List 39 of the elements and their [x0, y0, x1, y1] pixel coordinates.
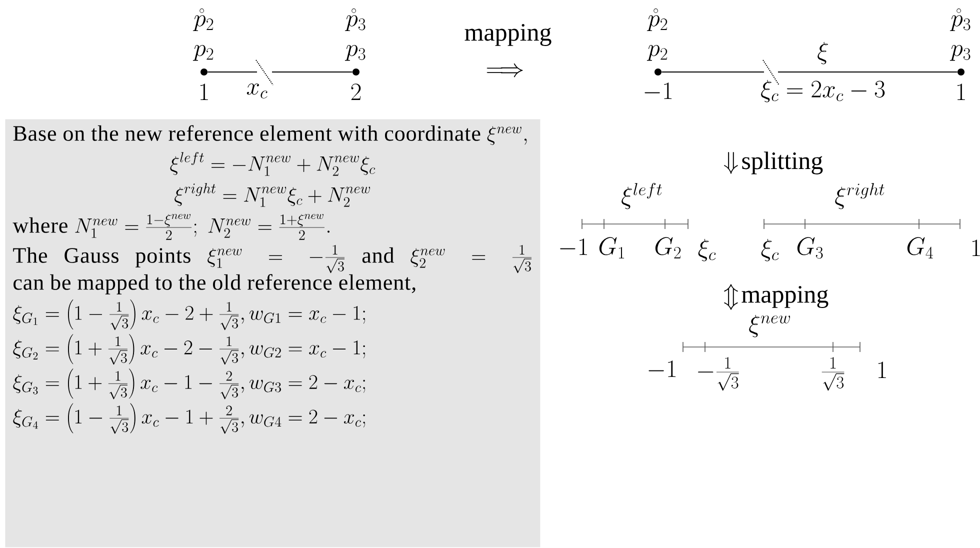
step-label: mapping: [742, 286, 828, 308]
point-label: $\mathring{p}_3$: [344, 8, 366, 32]
text-box: Base on the new reference element with coordinate $\xi^{new},$ $\xi^{left} = -N_1^{new} + N_2^{new}\xi_c$ $\xi^{right} = N_1^{new}\xi_c + N_2^{new}$ where $N_1^{new} = \frac{1-\xi^{new}}{2};\ N_2^{new} = \frac{1+\xi^{new}}{2}.$ The Gauss points $\xi_1^{new} = -\frac{1}{\sqrt{3}}$ and $\xi_2^{new} = \frac{1}{\sqrt{3}}$ can be mapped to the old reference element, $\xi_{G_1} = \left(1-\frac{1}{\sqrt{3}}\right)x_c - 2 + \frac{1}{\sqrt{3}}, w_{G1} = x_c - 1;$ $\xi_{G_2} = \left(1+\frac{1}{\sqrt{3}}\right)x_c - 2 - \frac{1}{\sqrt{3}}, w_{G2} = x_c - 1;$ $\xi_{G_3} = \left(1+\frac{1}{\sqrt{3}}\right)x_c - 1 - \frac{2}{\sqrt{3}}, w_{G3} = 2 - x_c;$ $\xi_{G_4} = \left(1-\frac{1}{\sqrt{3}}\right)x_c - 1 + \frac{2}{\sqrt{3}}, w_{G4} = 2 - x_c;$: [5, 119, 540, 548]
element-line: [208, 71, 352, 73]
point-label: $2$: [351, 84, 361, 100]
edge-label: $x_c$: [246, 84, 268, 98]
step-label: mapping: [464, 24, 552, 46]
point-label: $\mathring{p}_3$: [950, 8, 970, 32]
math-label: $-1$: [648, 360, 676, 377]
edge-label: $\xi$: [818, 42, 828, 64]
point-label: $\mathring{p}_2$: [646, 8, 668, 32]
math-label: $\frac{1}{\sqrt{3}}$: [822, 357, 844, 391]
point-label: $-1$: [644, 82, 672, 99]
math-label: $\xi^{new}$: [749, 314, 790, 338]
element-line: [662, 71, 958, 73]
arrow-symbol: $\Longrightarrow$: [486, 64, 523, 78]
arrow-symbol: $\Updownarrow$: [724, 284, 738, 310]
point-label: $1$: [200, 84, 208, 100]
math-label: $\xi_c = 2x_c - 3$: [761, 80, 885, 102]
math-label: $G_4$: [907, 237, 933, 258]
point-label: $\mathring{p}_2$: [192, 8, 214, 32]
point-label: $p_2$: [192, 44, 214, 61]
math-label: $\xi_c$: [761, 238, 779, 262]
math-label: $\xi^{left}$: [622, 182, 662, 210]
math-label: $1$: [878, 362, 886, 378]
math-label: $-\frac{1}{\sqrt{3}}$: [698, 357, 739, 391]
math-label: $-1$: [560, 238, 587, 255]
point-label: $p_2$: [646, 44, 668, 61]
math-label: $\xi^{right}$: [835, 183, 884, 210]
point-label: $p_3$: [344, 44, 366, 61]
math-label: $G_3$: [797, 237, 823, 259]
point-label: $p_3$: [950, 44, 970, 61]
math-label: $G_1$: [599, 237, 624, 258]
math-label: $\xi_c$: [698, 238, 716, 262]
math-label: $G_2$: [655, 237, 681, 258]
arrow-symbol: $\Downarrow$: [724, 152, 738, 174]
point-label: $1$: [957, 84, 965, 100]
math-label: $1$: [972, 240, 980, 256]
step-label: splitting: [742, 152, 823, 174]
